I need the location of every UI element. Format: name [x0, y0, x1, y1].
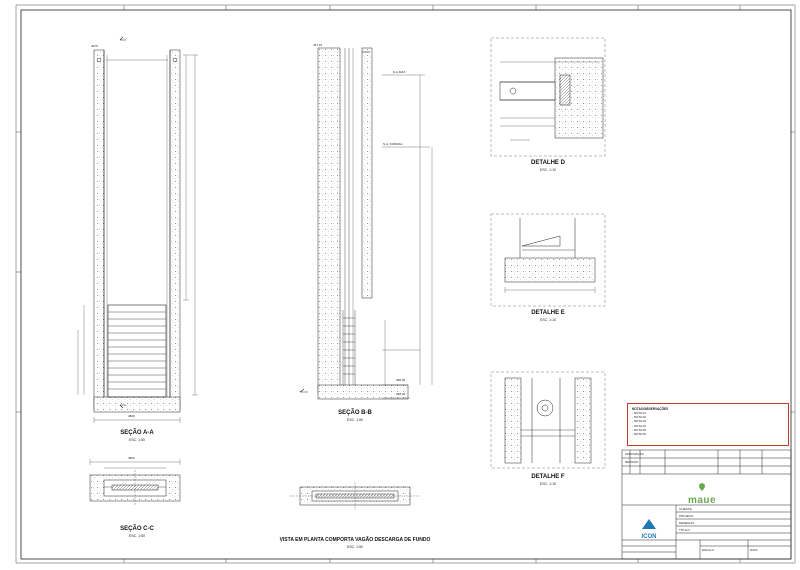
client-logo-text: maue [687, 495, 717, 506]
sheet-frame [15, 4, 796, 564]
note-line: - NOTA 02 [632, 415, 646, 420]
tb-cell-desenho: DESENHO: [679, 521, 695, 525]
section-cc-title: SEÇÃO C-C [120, 526, 154, 532]
detail-e-scale: ESC. 1:10 [540, 318, 556, 322]
section-bb-scale: ESC. 1:50 [347, 418, 363, 422]
section-bb-drawing [299, 47, 433, 400]
plan-view-drawing [290, 482, 420, 510]
plan-view-title: VISTA EM PLANTA COMPORTA VAGÃO DESCARGA … [279, 537, 431, 543]
dim-bb-low: 398,46 [396, 378, 406, 382]
section-aa-scale: ESC. 1:50 [129, 438, 145, 442]
dim-aa-width: 4800 [128, 414, 135, 418]
leaf-icon [699, 483, 705, 491]
detail-d-title: DETALHE D [531, 160, 565, 166]
note-line: - NOTA 03 [632, 419, 646, 424]
dim-bb-na-normal: N.A. NORMAL [383, 142, 403, 146]
detail-e-title: DETALHE E [531, 310, 565, 316]
section-aa-drawing [77, 36, 198, 423]
firm-logo: ICON [636, 516, 662, 540]
tb-cell-escala: ESCALA [702, 548, 714, 552]
section-bb-title: SEÇÃO B-B [338, 410, 372, 416]
firm-logo-icon [642, 519, 656, 529]
detail-d-scale: ESC. 1:10 [540, 168, 556, 172]
firm-logo-text: ICON [641, 534, 657, 540]
detail-f-title: DETALHE F [531, 474, 565, 480]
tb-cell-revisao: REVISÃO [625, 460, 639, 464]
notes-box: NOTAS/OBSERVAÇÕES - NOTA 01 - NOTA 02 - … [627, 403, 789, 446]
detail-f-scale: ESC. 1:10 [540, 482, 556, 486]
tb-cell-titulo: TÍTULO: [679, 528, 691, 532]
note-line: - NOTA 01 [632, 411, 646, 415]
dim-bb-top: 467,15 [313, 43, 323, 47]
client-logo: maue [682, 478, 722, 506]
section-aa-title: SEÇÃO A-A [120, 430, 154, 436]
tb-cell-data: DATA [750, 548, 758, 552]
section-cc-drawing [89, 459, 181, 506]
tb-cell-cliente: CLIENTE: [679, 507, 693, 511]
detail-f-drawing [490, 371, 606, 469]
plan-view-scale: ESC. 1:50 [347, 545, 363, 549]
section-cc-scale: ESC. 1:50 [129, 534, 145, 538]
notes-title: NOTAS/OBSERVAÇÕES [632, 407, 669, 411]
note-line: - NOTA 05 [632, 427, 646, 432]
note-line: - NOTA 04 [632, 423, 646, 428]
dim-bb-low2: 398,40 [396, 392, 406, 396]
detail-d-drawing [490, 37, 606, 157]
detail-e-drawing [490, 213, 606, 307]
note-line: - NOTA 06 [632, 432, 646, 437]
tb-cell-projeto: PROJETO: [679, 514, 694, 518]
dim-cc-width: 4800 [128, 456, 135, 460]
title-block-frame [621, 449, 792, 560]
tb-cell-aprovacao: APROVAÇÃO [625, 452, 644, 456]
dim-aa-top: 4975 [91, 44, 98, 48]
dim-bb-na-max: N.A.MÁX. [393, 70, 407, 74]
